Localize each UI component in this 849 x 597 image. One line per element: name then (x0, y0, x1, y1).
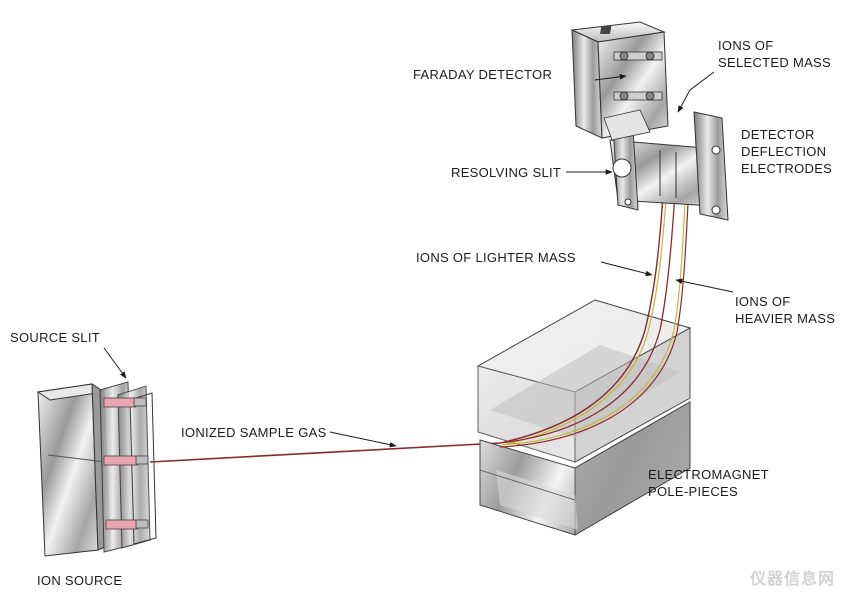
ion-beam-line (149, 442, 501, 463)
label-ions-lighter-mass: IONS OF LIGHTER MASS (416, 250, 576, 265)
ion-path-selected (499, 177, 677, 444)
ion-path-lighter (499, 179, 668, 446)
label-electromagnet-pole-pieces: ELECTROMAGNET POLE-PIECES (648, 467, 769, 499)
watermark-logo: 仪器信息网 (749, 569, 835, 588)
label-ions-heavier-mass: IONS OF HEAVIER MASS (735, 294, 836, 326)
label-resolving-slit: RESOLVING SLIT (451, 165, 562, 180)
leader-lines (103, 71, 734, 448)
faraday-detector (570, 21, 669, 141)
ion-source (36, 381, 157, 557)
label-faraday-detector: FARADAY DETECTOR (413, 67, 553, 82)
label-source-slit: SOURCE SLIT (10, 330, 100, 345)
label-detector-deflection-electrodes: DETECTOR DEFLECTION ELECTRODES (741, 127, 833, 176)
label-ions-selected-mass: IONS OF SELECTED MASS (718, 38, 831, 70)
ion-path-heavier (499, 181, 690, 448)
electromagnet-pole-pieces (476, 299, 692, 536)
label-ionized-sample-gas: IONIZED SAMPLE GAS (181, 425, 327, 440)
label-ion-source: ION SOURCE (37, 573, 123, 588)
